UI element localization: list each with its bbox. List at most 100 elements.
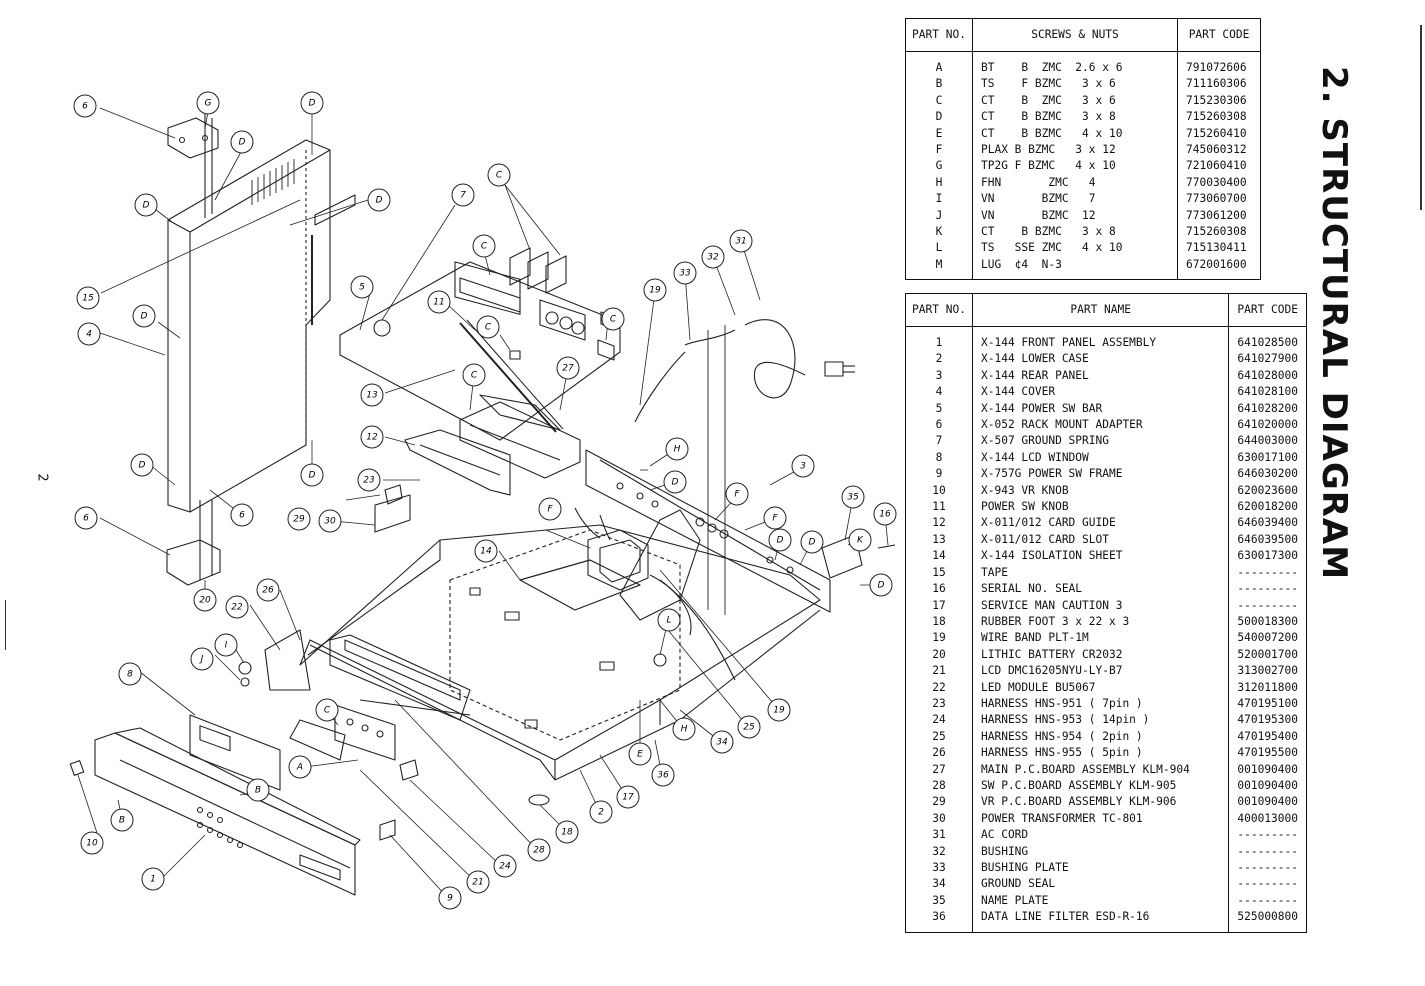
- parts-cell-no: 16: [905, 581, 973, 598]
- callout-C: C: [315, 698, 339, 722]
- screws-cell-code: 721060410: [1177, 158, 1261, 175]
- callout-26: 26: [256, 578, 280, 602]
- callout-text: 12: [366, 433, 378, 443]
- callout-E: E: [628, 742, 652, 766]
- rack-adapter-bottom: [166, 500, 221, 586]
- parts-cell-code: 641028100: [1228, 384, 1307, 401]
- parts-cell-name: HARNESS HNS-955 ( 5pin ): [971, 745, 1230, 762]
- callout-text: D: [239, 138, 246, 148]
- callout-F: F: [538, 497, 562, 521]
- screws-cell-desc: CT B BZMC 3 x 8: [972, 109, 1178, 126]
- parts-cell-code: 620023600: [1228, 482, 1307, 500]
- parts-cell-no: 24: [905, 712, 973, 729]
- callout-text: F: [734, 490, 740, 500]
- parts-cell-no: 27: [905, 761, 973, 778]
- screws-cell-desc: VN BZMC 7: [972, 191, 1178, 208]
- parts-cell-code: ---------: [1228, 597, 1307, 614]
- parts-cell-code: ---------: [1228, 892, 1307, 910]
- callout-F: F: [763, 506, 787, 530]
- parts-cell-no: 5: [905, 400, 973, 418]
- parts-cell-name: X-757G POWER SW FRAME: [971, 466, 1230, 483]
- parts-cell-name: MAIN P.C.BOARD ASSEMBLY KLM-904: [971, 761, 1230, 778]
- callout-19: 19: [643, 278, 667, 302]
- callout-30: 30: [318, 509, 342, 533]
- parts-cell-name: SERVICE MAN CAUTION 3: [971, 597, 1230, 614]
- callout-D: D: [230, 130, 254, 154]
- screws-cell-code: 773060700: [1177, 191, 1261, 208]
- callout-text: D: [809, 538, 816, 548]
- callout-3: 3: [791, 454, 815, 478]
- parts-cell-name: HARNESS HNS-954 ( 2pin ): [971, 728, 1230, 746]
- callout-text: 7: [460, 191, 466, 201]
- page-heading-container: 2. STRUCTURAL DIAGRAM: [1312, 66, 1362, 586]
- parts-cell-code: 313002700: [1228, 663, 1307, 680]
- ac-cord: [634, 319, 855, 615]
- callout-text: 6: [83, 514, 89, 524]
- parts-cell-no: 21: [905, 663, 973, 680]
- parts-cell-no: 4: [905, 384, 973, 401]
- callout-G: G: [196, 91, 220, 115]
- callout-text: F: [772, 514, 778, 524]
- callout-C: C: [487, 163, 511, 187]
- parts-cell-code: 620018200: [1228, 499, 1307, 516]
- callout-14: 14: [474, 539, 498, 563]
- callout-6: 6: [74, 506, 98, 530]
- callout-text: 27: [562, 364, 574, 374]
- parts-cell-code: 470195400: [1228, 728, 1307, 746]
- ground-springs: [509, 247, 567, 294]
- callout-text: C: [471, 371, 478, 381]
- screws-cell-desc: CT B BZMC 3 x 8: [972, 224, 1178, 241]
- callout-text: L: [666, 616, 671, 626]
- parts-cell-no: 34: [905, 876, 973, 893]
- screws-cell-no: I: [905, 191, 973, 208]
- callout-text: 1: [150, 875, 156, 885]
- callout-11: 11: [427, 290, 451, 314]
- screws-cell-code: 715230306: [1177, 92, 1261, 110]
- parts-cell-name: X-144 LCD WINDOW: [971, 449, 1230, 467]
- callout-13: 13: [360, 383, 384, 407]
- callout-17: 17: [616, 785, 640, 809]
- screws-cell-desc: LUG ¢4 N-3: [972, 256, 1178, 280]
- callout-text: B: [255, 786, 261, 796]
- callout-2: 2: [589, 800, 613, 824]
- callout-text: D: [309, 99, 316, 109]
- screws-cell-code: 715130411: [1177, 240, 1261, 257]
- parts-cell-name: SERIAL NO. SEAL: [971, 581, 1230, 598]
- screws-cell-code: 672001600: [1177, 256, 1261, 280]
- callout-text: 28: [533, 846, 545, 856]
- callout-text: D: [309, 471, 316, 481]
- callout-22: 22: [225, 595, 249, 619]
- callout-21: 21: [466, 870, 490, 894]
- parts-cell-no: 30: [905, 810, 973, 828]
- parts-header-name: PART NAME: [971, 293, 1230, 327]
- parts-cell-code: 001090400: [1228, 761, 1307, 778]
- callout-25: 25: [737, 715, 761, 739]
- screws-cell-no: F: [905, 142, 973, 159]
- screws-cell-code: 791072606: [1177, 51, 1261, 77]
- screws-cell-code: 715260308: [1177, 109, 1261, 126]
- callout-text: K: [857, 536, 864, 546]
- parts-cell-no: 7: [905, 433, 973, 450]
- callout-B: B: [246, 778, 270, 802]
- callout-text: A: [296, 763, 303, 773]
- screws-cell-no: A: [905, 51, 973, 77]
- callout-34: 34: [710, 730, 734, 754]
- callout-32: 32: [701, 245, 725, 269]
- callout-text: 4: [86, 330, 92, 340]
- callout-A: A: [288, 755, 312, 779]
